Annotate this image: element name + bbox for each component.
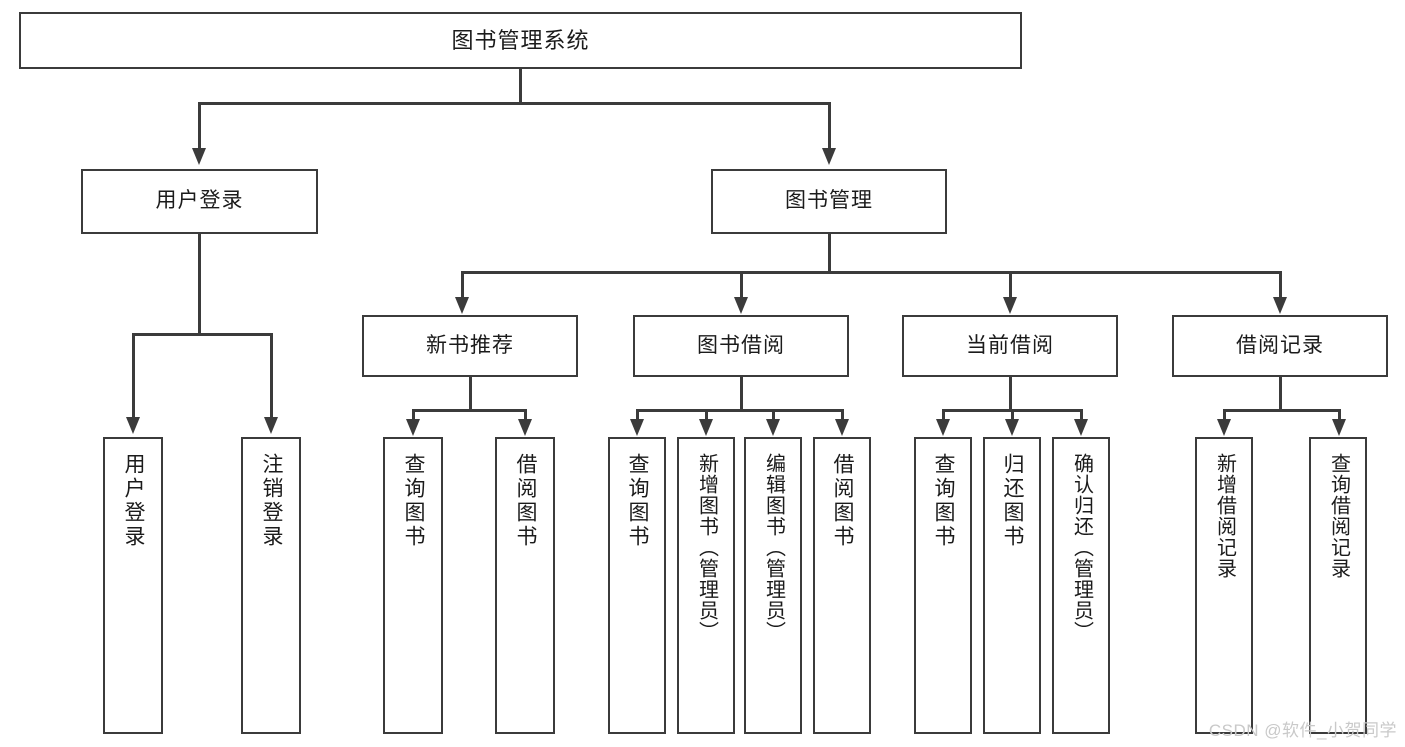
node-current-borrow[interactable]: 当前借阅 <box>902 315 1118 377</box>
node-borrow-record[interactable]: 借阅记录 <box>1172 315 1388 377</box>
node-label: 新书推荐 <box>426 333 514 357</box>
node-label: 新增借阅记录 <box>1213 453 1236 579</box>
node-book-manage[interactable]: 图书管理 <box>711 169 947 234</box>
leaf-edit-book-admin[interactable]: 编辑图书（管理员） <box>744 437 802 734</box>
leaf-return-book[interactable]: 归还图书 <box>983 437 1041 734</box>
node-label: 图书管理 <box>785 189 873 213</box>
connector-current-borrow-stem <box>1009 377 1012 411</box>
node-label: 借阅记录 <box>1236 333 1324 357</box>
connector-bb-to-leaf-3 <box>772 409 775 421</box>
arrow-cb-to-leaf-2 <box>1005 419 1019 436</box>
node-label: 编辑图书（管理员） <box>762 453 785 642</box>
arrow-root-to-book-manage <box>822 148 836 165</box>
connector-root-to-book-manage <box>828 102 831 150</box>
node-root-book-management-system[interactable]: 图书管理系统 <box>19 12 1022 69</box>
arrow-bb-to-leaf-3 <box>766 419 780 436</box>
connector-nbr-to-leaf-1 <box>412 409 415 421</box>
leaf-query-book-recommend[interactable]: 查询图书 <box>383 437 443 734</box>
connector-book-manage-to-l3-1 <box>461 271 464 299</box>
connector-user-login-bar <box>133 333 273 336</box>
connector-borrow-record-bar <box>1224 409 1340 412</box>
node-label: 确认归还（管理员） <box>1070 453 1093 642</box>
arrow-book-manage-to-l3-1 <box>455 297 469 314</box>
arrow-cb-to-leaf-1 <box>936 419 950 436</box>
node-label: 查询图书 <box>402 453 426 549</box>
node-label: 借阅图书 <box>514 453 538 549</box>
node-label: 用户登录 <box>122 453 146 549</box>
node-label: 图书借阅 <box>697 333 785 357</box>
node-label: 注销登录 <box>260 453 284 549</box>
connector-bb-to-leaf-2 <box>705 409 708 421</box>
arrow-book-manage-to-l3-3 <box>1003 297 1017 314</box>
connector-bb-to-leaf-1 <box>636 409 639 421</box>
connector-root-stem <box>519 68 522 104</box>
node-label: 用户登录 <box>155 189 244 213</box>
node-label: 查询图书 <box>932 453 956 549</box>
connector-root-to-user-login <box>198 102 201 150</box>
connector-borrow-record-stem <box>1279 377 1282 411</box>
connector-br-to-leaf-2 <box>1338 409 1341 421</box>
arrow-nbr-to-leaf-2 <box>518 419 532 436</box>
leaf-borrow-book-recommend[interactable]: 借阅图书 <box>495 437 555 734</box>
node-label: 当前借阅 <box>966 333 1054 357</box>
leaf-add-borrow-record[interactable]: 新增借阅记录 <box>1195 437 1253 734</box>
arrow-br-to-leaf-2 <box>1332 419 1346 436</box>
arrow-bb-to-leaf-1 <box>630 419 644 436</box>
connector-book-manage-to-l3-3 <box>1009 271 1012 299</box>
node-label: 归还图书 <box>1001 453 1025 549</box>
arrow-bb-to-leaf-4 <box>835 419 849 436</box>
arrow-book-manage-to-l3-4 <box>1273 297 1287 314</box>
connector-new-book-recommend-bar <box>413 409 526 412</box>
node-label: 新增图书（管理员） <box>695 453 718 642</box>
connector-cb-to-leaf-1 <box>942 409 945 421</box>
connector-book-borrow-bar <box>637 409 843 412</box>
arrow-root-to-user-login <box>192 148 206 165</box>
arrow-bb-to-leaf-2 <box>699 419 713 436</box>
leaf-borrow-book-borrow[interactable]: 借阅图书 <box>813 437 871 734</box>
connector-book-manage-stem <box>828 234 831 272</box>
connector-book-borrow-stem <box>740 377 743 411</box>
node-label: 图书管理系统 <box>451 27 590 53</box>
connector-cb-to-leaf-2 <box>1011 409 1014 421</box>
connector-cb-to-leaf-3 <box>1080 409 1083 421</box>
leaf-user-logout[interactable]: 注销登录 <box>241 437 301 734</box>
arrow-user-login-to-leaf-1 <box>126 417 140 434</box>
node-user-login[interactable]: 用户登录 <box>81 169 318 234</box>
node-new-book-recommend[interactable]: 新书推荐 <box>362 315 578 377</box>
connector-book-manage-to-l3-2 <box>740 271 743 299</box>
arrow-user-login-to-leaf-2 <box>264 417 278 434</box>
leaf-query-book-current[interactable]: 查询图书 <box>914 437 972 734</box>
arrow-book-manage-to-l3-2 <box>734 297 748 314</box>
connector-book-manage-bar <box>462 271 1281 274</box>
arrow-br-to-leaf-1 <box>1217 419 1231 436</box>
leaf-query-book-borrow[interactable]: 查询图书 <box>608 437 666 734</box>
connector-user-login-to-leaf-1 <box>132 333 135 419</box>
connector-user-login-stem <box>198 234 201 335</box>
node-label: 查询借阅记录 <box>1327 453 1350 579</box>
leaf-confirm-return-admin[interactable]: 确认归还（管理员） <box>1052 437 1110 734</box>
connector-user-login-to-leaf-2 <box>270 333 273 419</box>
leaf-add-book-admin[interactable]: 新增图书（管理员） <box>677 437 735 734</box>
connector-br-to-leaf-1 <box>1223 409 1226 421</box>
connector-nbr-to-leaf-2 <box>524 409 527 421</box>
leaf-user-login[interactable]: 用户登录 <box>103 437 163 734</box>
node-book-borrow[interactable]: 图书借阅 <box>633 315 849 377</box>
arrow-cb-to-leaf-3 <box>1074 419 1088 436</box>
connector-book-manage-to-l3-4 <box>1279 271 1282 299</box>
node-label: 查询图书 <box>626 453 650 549</box>
node-label: 借阅图书 <box>831 453 855 549</box>
connector-bb-to-leaf-4 <box>841 409 844 421</box>
connector-root-bar <box>199 102 830 105</box>
connector-new-book-recommend-stem <box>469 377 472 411</box>
arrow-nbr-to-leaf-1 <box>406 419 420 436</box>
leaf-query-borrow-record[interactable]: 查询借阅记录 <box>1309 437 1367 734</box>
